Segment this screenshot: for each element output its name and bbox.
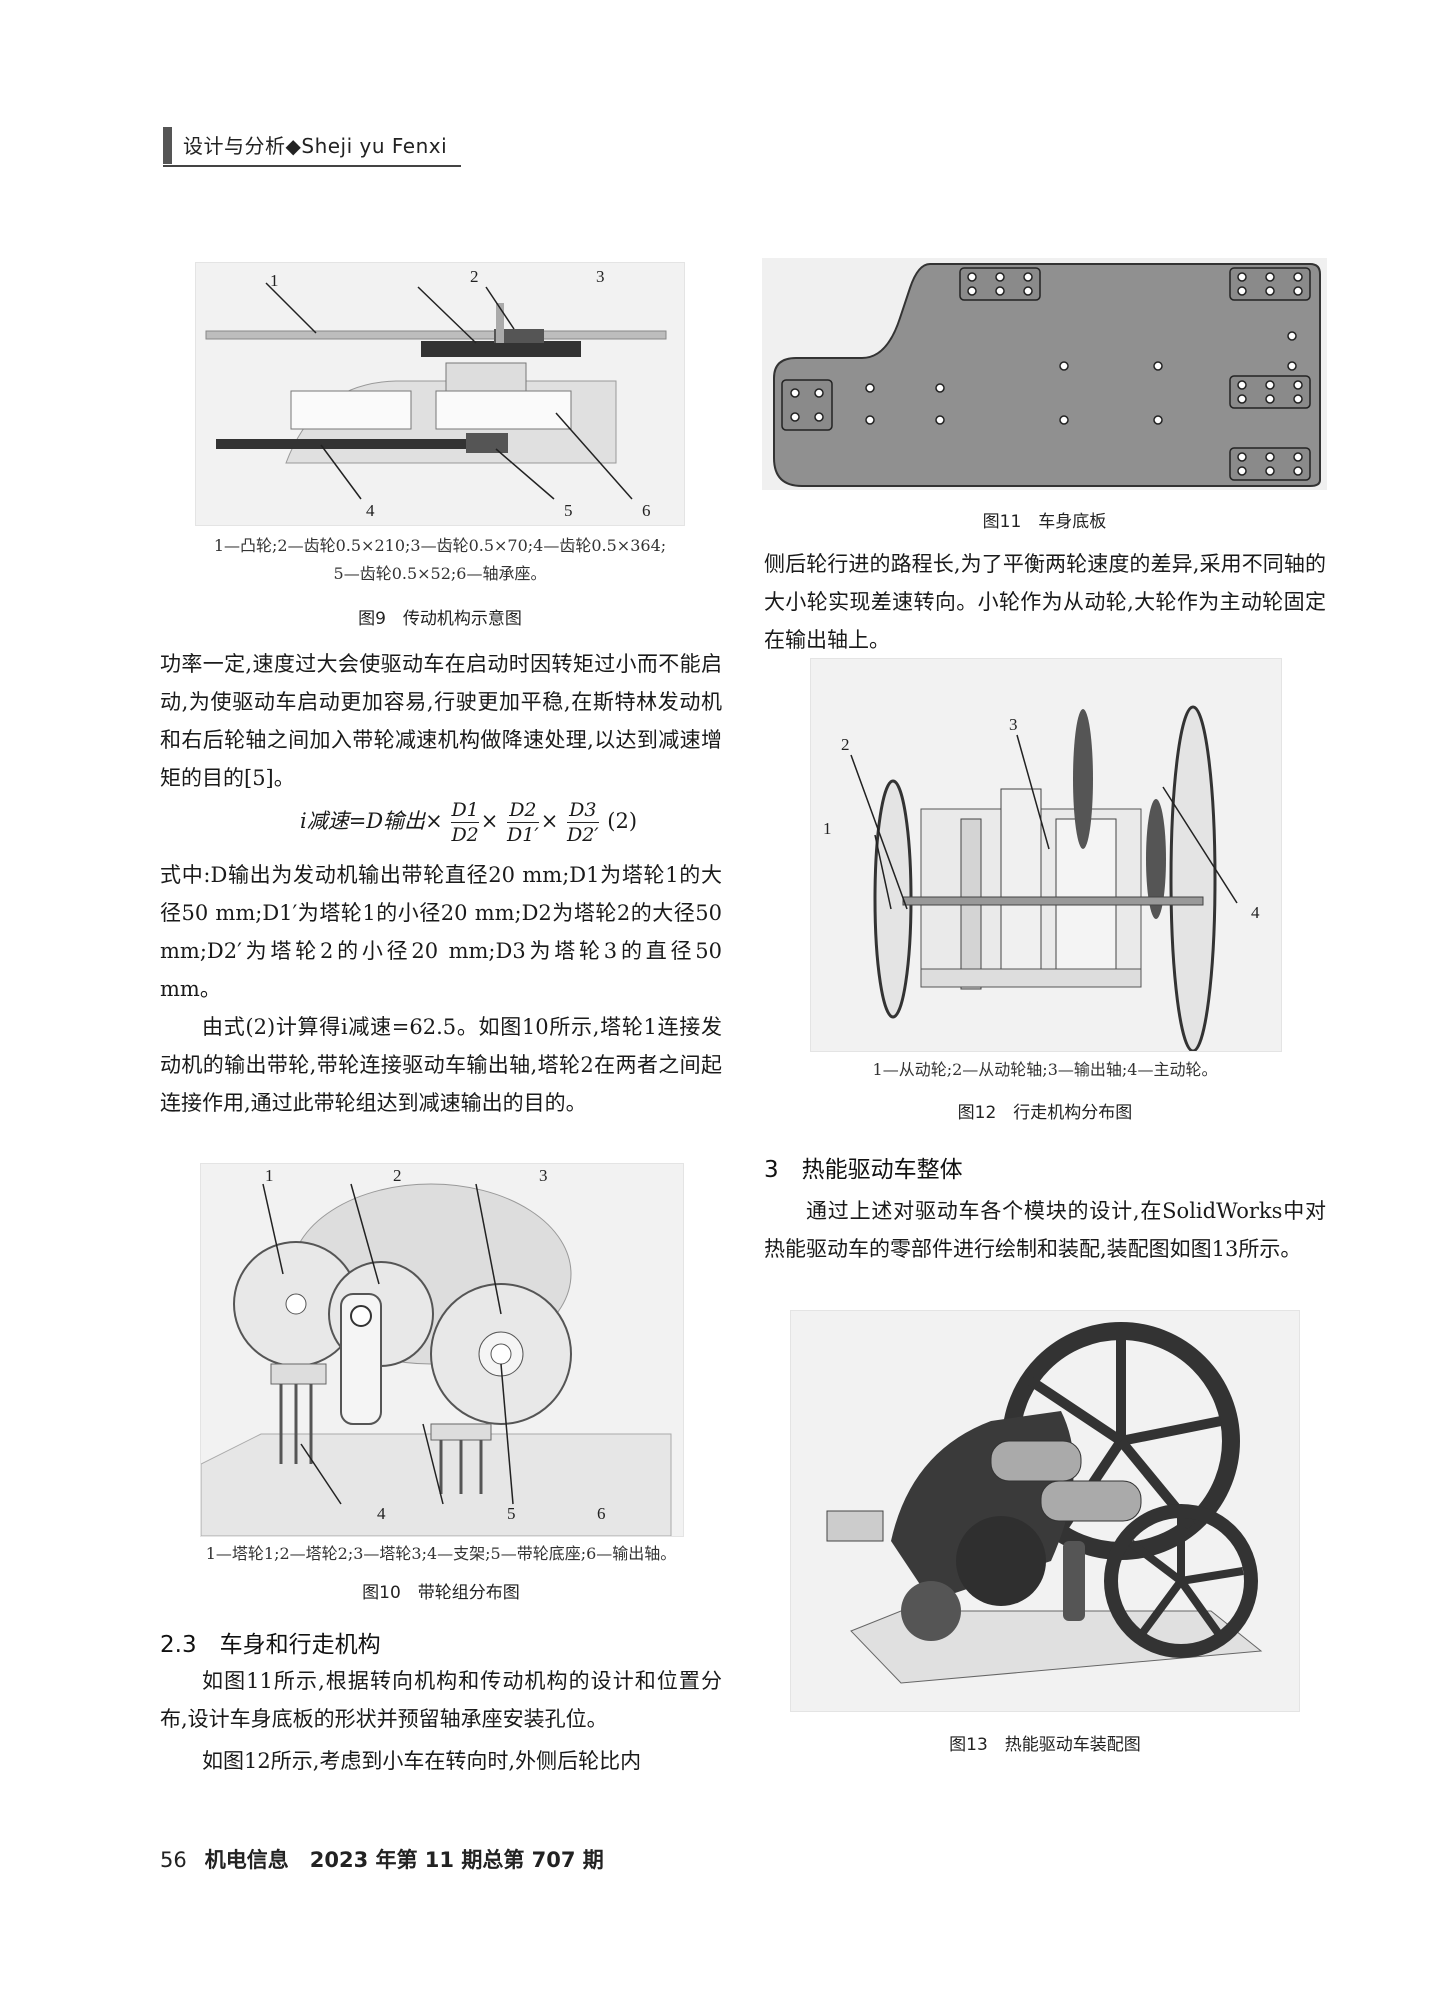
- figure-9-legend-line-1: 1—凸轮;2—齿轮0.5×210;3—齿轮0.5×70;4—齿轮0.5×364;: [213, 536, 667, 555]
- fig12-label-1: 1: [823, 819, 832, 838]
- header-rule: [163, 165, 461, 167]
- figure-10-legend: 1—塔轮1;2—塔轮2;3—塔轮3;4—支架;5—带轮底座;6—输出轴。: [205, 1544, 677, 1563]
- frac1-num: D1: [451, 799, 479, 823]
- fig9-label-4: 4: [366, 501, 375, 520]
- fig9-label-3: 3: [596, 267, 605, 286]
- right-paragraph-1: 侧后轮行进的路程长,为了平衡两轮速度的差异,采用不同轴的大小轮实现差速转向。小轮…: [764, 545, 1326, 659]
- page-number: 56: [160, 1848, 187, 1872]
- left-paragraph-1: 功率一定,速度过大会使驱动车在启动时因转矩过小而不能启动,为使驱动车启动更加容易…: [160, 645, 722, 797]
- left-p2-text: 式中:D输出为发动机输出带轮直径20 mm;D1为塔轮1的大径50 mm;D1′…: [160, 863, 722, 1001]
- journal-issue: 机电信息 2023 年第 11 期总第 707 期: [204, 1848, 604, 1872]
- fig9-label-6: 6: [642, 501, 651, 520]
- frac1-den: D2: [451, 824, 479, 846]
- fig9-label-2: 2: [470, 267, 479, 286]
- frac3-den: D2′: [566, 824, 599, 846]
- figure-10-image: 1 2 3 4 5 6: [200, 1163, 684, 1537]
- figure-10-caption: 图10 带轮组分布图: [362, 1583, 520, 1603]
- figure-9-drawing: [205, 282, 667, 500]
- section-3-title: 3 热能驱动车整体: [764, 1157, 963, 1183]
- figure-12-caption: 图12 行走机构分布图: [957, 1103, 1133, 1123]
- fig10-label-5: 5: [507, 1504, 516, 1523]
- frac3-num: D3: [566, 798, 599, 823]
- fig9-label-1: 1: [270, 271, 279, 290]
- section-2-3-paragraph-2: 如图12所示,考虑到小车在转向时,外侧后轮比内: [160, 1742, 722, 1780]
- section-3-paragraph-1: 通过上述对驱动车各个模块的设计,在SolidWorks中对热能驱动车的零部件进行…: [764, 1192, 1326, 1268]
- section-2-3-p1-text: 如图11所示,根据转向机构和传动机构的设计和位置分布,设计车身底板的形状并预留轴…: [160, 1669, 722, 1731]
- fig10-label-2: 2: [393, 1166, 402, 1185]
- left-p1-text: 功率一定,速度过大会使驱动车在启动时因转矩过小而不能启动,为使驱动车启动更加容易…: [160, 652, 722, 790]
- figure-11-drawing: [773, 263, 1321, 487]
- right-p1-text: 侧后轮行进的路程长,为了平衡两轮速度的差异,采用不同轴的大小轮实现差速转向。小轮…: [764, 552, 1326, 652]
- fig12-label-4: 4: [1251, 903, 1260, 922]
- figure-11-image: [762, 258, 1327, 490]
- figure-11-caption: 图11 车身底板: [982, 512, 1107, 532]
- figure-13-drawing: [826, 1322, 1263, 1684]
- figure-12-image: 2 1 3 4: [810, 658, 1282, 1052]
- section-2-3-p2-text: 如图12所示,考虑到小车在转向时,外侧后轮比内: [202, 1749, 642, 1773]
- header-bar: [163, 127, 172, 164]
- section-2-3-paragraph-1: 如图11所示,根据转向机构和传动机构的设计和位置分布,设计车身底板的形状并预留轴…: [160, 1662, 722, 1738]
- left-paragraph-3: 由式(2)计算得i减速=62.5。如图10所示,塔轮1连接发动机的输出带轮,带轮…: [160, 1008, 722, 1122]
- fig9-label-5: 5: [564, 501, 573, 520]
- section-3-p1-text: 通过上述对驱动车各个模块的设计,在SolidWorks中对热能驱动车的零部件进行…: [764, 1199, 1326, 1261]
- fig10-label-4: 4: [377, 1504, 386, 1523]
- frac2-den: D1′: [507, 824, 539, 846]
- figure-9-image: 1 2 3 4 5 6: [195, 262, 685, 526]
- running-header: 设计与分析◆Sheji yu Fenxi: [183, 134, 448, 158]
- figure-13-image: [790, 1310, 1300, 1712]
- figure-9-legend-line-2: 5—齿轮0.5×52;6—轴承座。: [333, 564, 547, 583]
- fig12-label-2: 2: [841, 735, 850, 754]
- figure-13-caption: 图13 热能驱动车装配图: [949, 1735, 1141, 1755]
- fig10-label-3: 3: [539, 1166, 548, 1185]
- figure-9-caption: 图9 传动机构示意图: [358, 609, 522, 629]
- left-paragraph-2: 式中:D输出为发动机输出带轮直径20 mm;D1为塔轮1的大径50 mm;D1′…: [160, 856, 722, 1008]
- figure-12-drawing: [850, 705, 1238, 1051]
- figure-9-legend: 1—凸轮;2—齿轮0.5×210;3—齿轮0.5×70;4—齿轮0.5×364;…: [160, 532, 720, 588]
- section-2-3-title: 2.3 车身和行走机构: [160, 1632, 381, 1658]
- page-footer: 56 机电信息 2023 年第 11 期总第 707 期: [160, 1844, 604, 1874]
- formula-lhs: i减速=D输出×: [300, 809, 443, 833]
- frac2-num: D2: [507, 798, 539, 823]
- formula-number: (2): [607, 809, 638, 833]
- fig10-label-6: 6: [597, 1504, 606, 1523]
- fig12-label-3: 3: [1009, 715, 1018, 734]
- figure-12-legend: 1—从动轮;2—从动轮轴;3—输出轴;4—主动轮。: [872, 1060, 1218, 1079]
- figure-10-drawing: [201, 1183, 672, 1536]
- left-p3-text: 由式(2)计算得i减速=62.5。如图10所示,塔轮1连接发动机的输出带轮,带轮…: [160, 1015, 722, 1115]
- fig10-label-1: 1: [265, 1166, 274, 1185]
